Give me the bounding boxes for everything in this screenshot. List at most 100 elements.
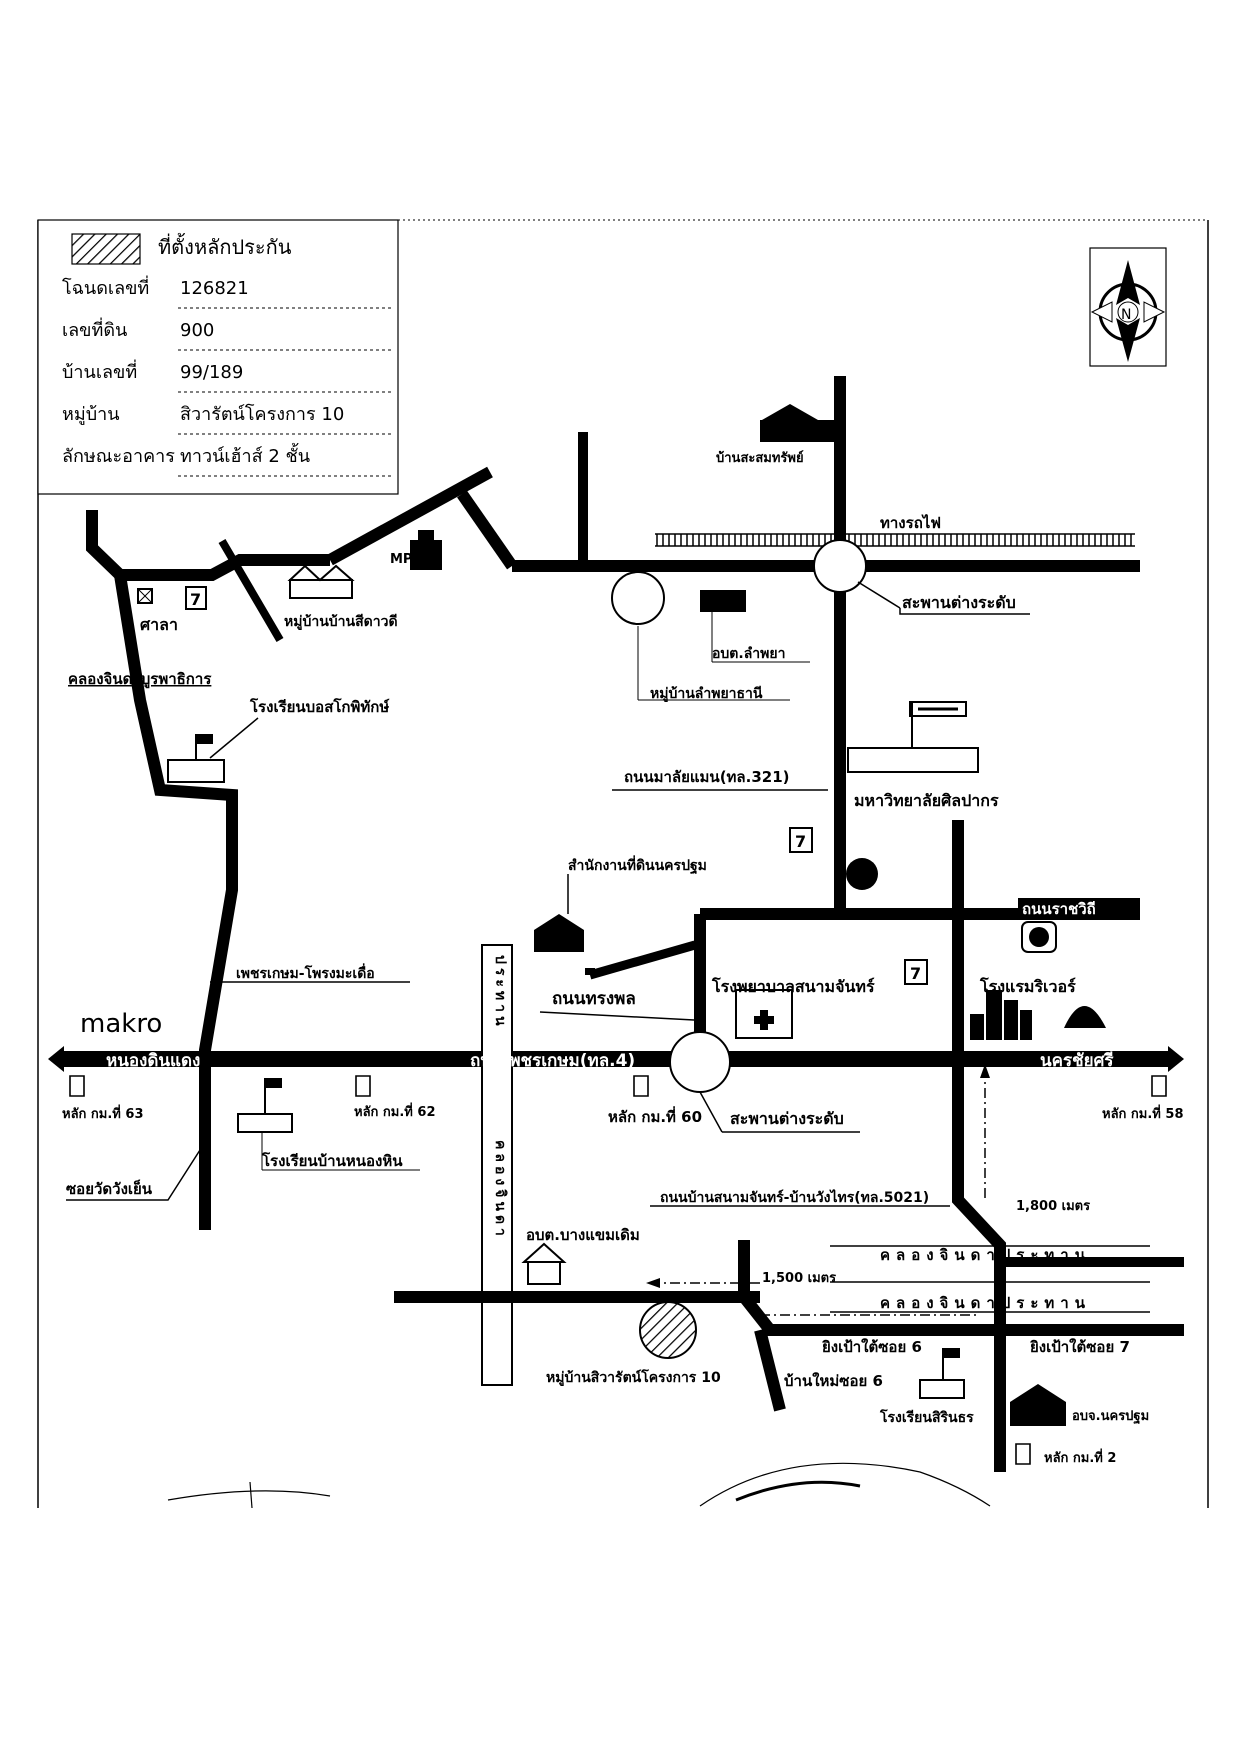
museum-icon [760, 404, 836, 442]
label-sala: ศาลา [140, 615, 178, 634]
silver-village-road [218, 538, 284, 643]
legend-value-land: 900 [180, 320, 214, 341]
label-land-office: สำนักงานที่ดินนครปฐม [568, 855, 707, 875]
legend-value-village: สิวารัตน์โครงการ 10 [180, 403, 344, 425]
map-labels: บ้านสะสมทรัพย์ ทางรถไฟ สะพานต่างระดับ MP… [62, 450, 1184, 1466]
bannai-road [754, 1328, 786, 1412]
label-canal-vertical: คลองจินดา [492, 1140, 508, 1240]
seven-eleven-icon-3 [904, 959, 928, 985]
school-nonghin-icon [237, 1078, 293, 1133]
legend-box: ที่ตั้งหลักประกัน โฉนดเลขที่ 126821 เลขท… [37, 219, 399, 495]
collateral-swatch [71, 233, 141, 265]
km-post-icon-58 [1151, 1075, 1167, 1097]
label-km60: หลัก กม.ที่ 60 [608, 1106, 702, 1126]
legend-title: ที่ตั้งหลักประกัน [158, 233, 292, 259]
label-makro: makro [80, 1009, 162, 1039]
svg-text:7: 7 [910, 964, 921, 983]
label-east-arrow: นครชัยศรี [1040, 1050, 1114, 1071]
road-network [48, 376, 1184, 1472]
label-phetkasem-song: เพชรเกษม-โพรงมะเดื่อ [236, 963, 375, 982]
label-km63: หลัก กม.ที่ 63 [62, 1104, 144, 1122]
label-phetkasem-road: ถนนเพชรเกษม(ทล.4) [470, 1051, 635, 1071]
label-km62: หลัก กม.ที่ 62 [354, 1102, 436, 1120]
land-office-icon [534, 914, 584, 952]
hospital-icon [735, 989, 793, 1039]
label-km58: หลัก กม.ที่ 58 [1102, 1104, 1184, 1122]
label-museum: บ้านสะสมทรัพย์ [716, 450, 804, 466]
label-canal-north: คลองจินดาบูรพาธิการ [68, 670, 212, 689]
label-canal-row-2: คลองจินดาประทาน [880, 1294, 1091, 1312]
label-mp-house: MPเฮ้าส์ [390, 551, 440, 567]
eastern-vertical-road [952, 820, 1006, 1472]
obt-lampaya-icon [700, 590, 746, 612]
globe-icon [846, 858, 878, 890]
legend-key-house: บ้านเลขที่ [62, 359, 137, 383]
legend-value-house: 99/189 [180, 362, 243, 383]
overpass-circle-south [669, 1031, 731, 1093]
label-dist-1800: 1,800 เมตร [1016, 1199, 1090, 1214]
km-post-icon-2 [1015, 1443, 1031, 1465]
school-siwinthon-icon [919, 1348, 965, 1399]
label-siwarat-village: หมู่บ้านสิวารัตน์โครงการ 10 [546, 1368, 721, 1386]
legend-key-deed: โฉนดเลขที่ [62, 275, 149, 299]
obt-bangsam-icon [521, 1242, 567, 1285]
mp-house-icon [410, 530, 442, 570]
silpakorn-icon [847, 701, 979, 773]
hotel-skyline-icon [970, 990, 1032, 1040]
label-overpass-north: สะพานต่างระดับ [902, 593, 1016, 612]
yingpao-road [738, 1240, 1184, 1336]
label-soi-wat: ซอยวัดวังเย็น [66, 1179, 153, 1198]
diag-road-north [457, 490, 517, 570]
phetkasem-highway [64, 1051, 1168, 1067]
label-obt-lampaya: อบต.ลำพยา [712, 646, 785, 662]
km-post-icon-62 [355, 1075, 371, 1097]
label-dist-1500: 1,500 เมตร [762, 1271, 836, 1286]
label-lampaya-village: หมู่บ้านลำพยาธานี [650, 686, 763, 702]
legend-key-village: หมู่บ้าน [62, 404, 120, 425]
legend-value-deed: 126821 [180, 278, 249, 299]
north-arrow-icon: N [1089, 247, 1167, 367]
map-icons: 7 7 7 [69, 404, 1167, 1465]
roundabout-lampaya [611, 571, 665, 625]
label-hospital: โรงพยาบาลสนามจันทร์ [711, 976, 875, 996]
label-silver-village: หมู่บ้านบ้านสีดาวดี [284, 614, 398, 630]
diag-road-ne [327, 466, 493, 566]
canal-vertical-road [481, 944, 513, 1386]
label-obt-bangsam: อบต.บางแขมเดิม [526, 1226, 640, 1244]
svg-text:7: 7 [795, 832, 806, 851]
school-bosco-icon [167, 734, 225, 783]
label-hotel: โรงแรมริเวอร์ [979, 976, 1076, 996]
label-school-bosco: โรงเรียนบอสโกพิทักษ์ [249, 697, 390, 716]
label-rajvithi-road: ถนนราชวิถี [1022, 900, 1096, 918]
label-silpakorn: มหาวิทยาลัยศิลปากร [854, 791, 999, 810]
village-road [86, 510, 330, 581]
label-school-nonghin: โรงเรียนบ้านหนองหิน [261, 1151, 403, 1170]
house-row-icon [287, 564, 355, 599]
label-west-arrow: หนองดินแดง [106, 1051, 200, 1071]
km-post-icon-63 [69, 1075, 85, 1097]
label-yingpao-soi6: ยิงเป้าใต้ซอย 6 [822, 1338, 922, 1356]
overpass-circle-north [813, 539, 867, 593]
railway-track [655, 534, 1135, 546]
compass-n-letter: N [1121, 307, 1131, 323]
left-vertical-road [114, 574, 238, 1230]
km-post-icon-60 [633, 1075, 649, 1097]
label-canal-row-1: คลองจินดาประทาน [880, 1246, 1091, 1264]
label-km2: หลัก กม.ที่ 2 [1044, 1448, 1116, 1466]
shell-icon [1064, 1006, 1106, 1028]
songphon-road [588, 940, 697, 980]
label-school-siwinthon: โรงเรียนสิรินธร [879, 1408, 974, 1426]
legend-value-building: ทาวน์เฮ้าส์ 2 ชั้น [180, 443, 310, 467]
label-songphon-road: ถนนทรงพล [552, 989, 636, 1009]
svg-text:7: 7 [190, 590, 201, 609]
label-prathan-vertical: ประทาน [492, 955, 508, 1030]
legend-key-building: ลักษณะอาคาร [62, 446, 175, 467]
label-sanam-road: ถนนบ้านสนามจันทร์-บ้านวังไทร(ทล.5021) [660, 1188, 929, 1206]
obj-building-icon [1010, 1384, 1066, 1426]
seven-eleven-icon-1 [185, 586, 207, 610]
legend-key-land: เลขที่ดิน [62, 317, 127, 341]
collateral-location-marker [639, 1301, 697, 1359]
label-bannai-soi6: บ้านใหม่ซอย 6 [784, 1372, 883, 1390]
label-obj-nakhonpathom: อบจ.นครปฐม [1072, 1409, 1149, 1425]
